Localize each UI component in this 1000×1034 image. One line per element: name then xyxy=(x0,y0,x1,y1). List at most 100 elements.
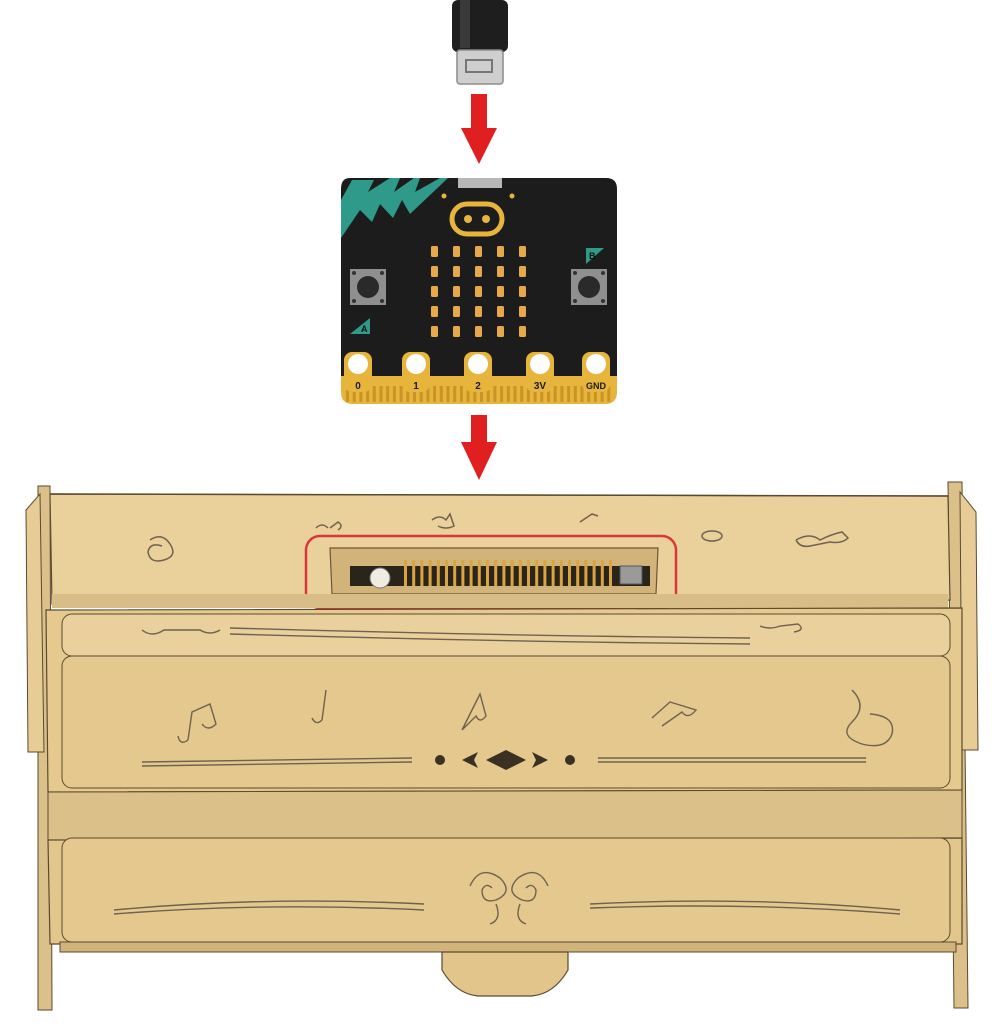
board-accent-left xyxy=(341,178,448,238)
slot-pin xyxy=(535,560,539,586)
box-left-side-front xyxy=(25,492,45,753)
usb-connector-icon xyxy=(456,49,504,85)
led xyxy=(453,286,460,297)
edge-finger xyxy=(526,386,530,402)
pin-hole xyxy=(348,354,368,374)
led xyxy=(453,246,460,257)
edge-finger xyxy=(459,386,463,402)
slot-pin xyxy=(551,560,555,586)
led xyxy=(519,246,526,257)
treble-clef-icon xyxy=(846,689,894,747)
music-note-icon xyxy=(141,629,221,635)
edge-finger xyxy=(587,386,591,402)
lower-panel-ornament xyxy=(113,871,901,925)
edge-finger xyxy=(500,386,504,402)
upper-panel-decoration xyxy=(141,623,894,767)
pin-2: 2 xyxy=(464,352,492,392)
music-note-icon xyxy=(315,521,342,531)
slot-pin xyxy=(428,560,432,586)
led xyxy=(431,306,438,317)
led xyxy=(431,286,438,297)
led xyxy=(453,326,460,337)
sixteenth-note-icon xyxy=(461,692,487,731)
edge-finger xyxy=(607,386,611,402)
slot-pin xyxy=(592,560,596,586)
upper-panel-face xyxy=(61,655,951,789)
edge-finger xyxy=(386,386,390,402)
edge-finger xyxy=(433,386,437,402)
pin-hole xyxy=(406,354,426,374)
edge-finger xyxy=(567,386,571,402)
edge-finger xyxy=(547,386,550,402)
center-ornament xyxy=(435,750,575,770)
pin-hole xyxy=(530,354,550,374)
pin-gnd: GND xyxy=(582,352,610,392)
pin-hole xyxy=(586,354,606,374)
slot-clip-icon xyxy=(619,565,643,585)
led xyxy=(519,306,526,317)
button-a: A xyxy=(350,269,386,334)
pin-hole xyxy=(468,354,488,374)
quarter-note-icon xyxy=(311,689,327,724)
led xyxy=(519,266,526,277)
led xyxy=(431,246,438,257)
edge-finger xyxy=(486,386,490,402)
edge-finger xyxy=(593,386,597,402)
led xyxy=(475,286,482,297)
music-note-icon xyxy=(795,531,850,548)
led xyxy=(475,326,482,337)
edge-finger xyxy=(473,386,477,402)
slot-pin xyxy=(477,560,481,586)
button-b-label: B xyxy=(589,251,596,261)
led xyxy=(519,326,526,337)
music-note-icon xyxy=(431,512,455,529)
edge-finger xyxy=(553,386,557,402)
slot-pin xyxy=(609,560,612,586)
edge-finger xyxy=(379,386,383,402)
box-bottom-tab xyxy=(441,951,569,997)
music-note-icon xyxy=(759,623,802,633)
edge-finger xyxy=(453,386,457,402)
slot-pin xyxy=(518,560,522,586)
eighth-note-icon xyxy=(651,701,698,727)
whole-note-icon xyxy=(701,530,723,542)
led xyxy=(431,326,438,337)
slot-pin xyxy=(469,560,473,586)
edge-finger xyxy=(560,386,564,402)
edge-finger xyxy=(493,386,497,402)
slot-pin xyxy=(404,560,407,586)
slot-pin xyxy=(568,560,571,586)
pin-label: 1 xyxy=(413,381,419,392)
wooden-music-box xyxy=(25,481,979,1011)
edge-finger xyxy=(419,386,423,402)
edge-finger xyxy=(580,386,584,402)
usb-connector-slot xyxy=(465,59,493,73)
edge-finger xyxy=(346,386,349,402)
treble-clef-icon xyxy=(147,536,174,562)
slot-inner-board xyxy=(350,566,650,586)
edge-finger xyxy=(406,386,410,402)
edge-finger xyxy=(480,386,483,402)
led xyxy=(475,306,482,317)
edge-finger xyxy=(573,386,577,402)
edge-finger xyxy=(506,386,510,402)
edge-finger xyxy=(413,386,416,402)
slot-pin xyxy=(559,560,563,586)
box-base xyxy=(59,941,957,953)
slot-pin xyxy=(502,560,506,586)
board-usb-port xyxy=(458,178,502,188)
led xyxy=(475,266,482,277)
led xyxy=(497,306,504,317)
slot-pin xyxy=(494,560,498,586)
edge-finger xyxy=(540,386,544,402)
pin-label: GND xyxy=(586,381,607,391)
usb-cable-highlight xyxy=(460,0,470,48)
edge-finger xyxy=(600,386,604,402)
pin-0: 0 xyxy=(344,352,372,392)
edge-finger xyxy=(446,386,450,402)
board-accent-right xyxy=(520,178,617,245)
slot-knob-icon xyxy=(369,567,391,589)
box-right-side-front xyxy=(959,490,979,751)
button-b: B xyxy=(571,248,607,305)
